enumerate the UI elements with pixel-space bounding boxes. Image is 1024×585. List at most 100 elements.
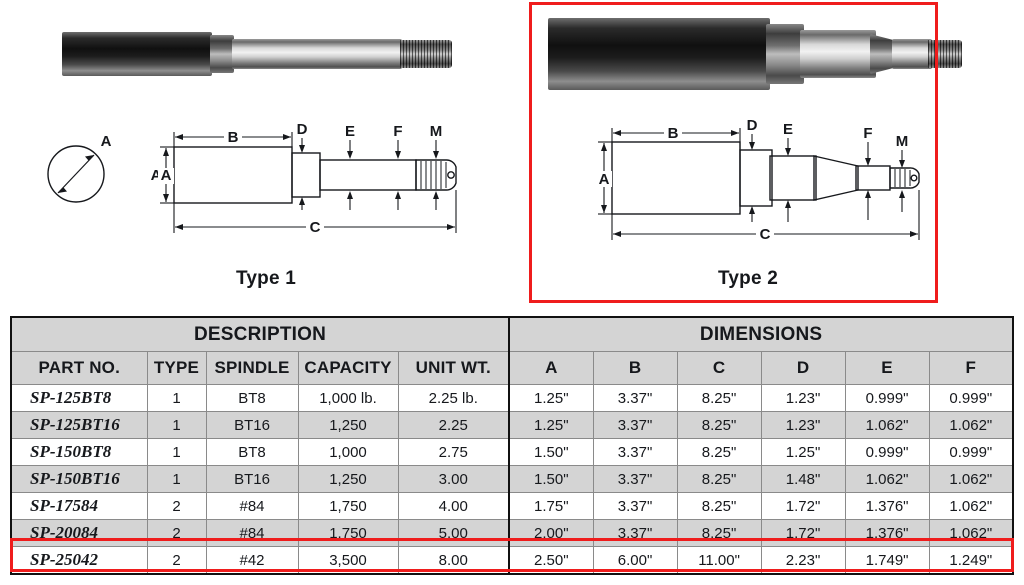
cell-capacity: 1,000 lb.	[297, 384, 399, 412]
cell-b: 3.37"	[592, 519, 678, 547]
cell-part-no: SP-17584	[10, 492, 148, 520]
table-group-header-row: DESCRIPTION DIMENSIONS	[10, 316, 1014, 352]
group-header-description: DESCRIPTION	[10, 316, 510, 352]
svg-text:M: M	[430, 123, 443, 140]
cell-c: 11.00"	[676, 546, 762, 575]
cell-a: 1.25"	[508, 384, 594, 412]
cell-type: 1	[146, 384, 207, 412]
column-header-part-no: PART NO.	[10, 351, 148, 385]
svg-text:E: E	[345, 123, 355, 140]
column-header-d: D	[760, 351, 846, 385]
cell-unit-wt: 4.00	[397, 492, 510, 520]
cell-spindle: BT16	[205, 411, 299, 439]
cell-c: 8.25"	[676, 384, 762, 412]
cell-a: 1.75"	[508, 492, 594, 520]
cell-a: 2.00"	[508, 519, 594, 547]
svg-text:B: B	[668, 125, 679, 142]
svg-text:D: D	[747, 117, 758, 134]
cell-part-no: SP-125BT8	[10, 384, 148, 412]
svg-text:A: A	[151, 167, 162, 184]
cell-e: 0.999"	[844, 384, 930, 412]
column-header-e: E	[844, 351, 930, 385]
svg-text:B: B	[228, 129, 239, 146]
cell-type: 1	[146, 438, 207, 466]
cell-part-no: SP-150BT16	[10, 465, 148, 493]
cell-b: 3.37"	[592, 438, 678, 466]
cell-a: 1.50"	[508, 438, 594, 466]
cell-type: 2	[146, 492, 207, 520]
cell-capacity: 3,500	[297, 546, 399, 575]
cell-d: 1.23"	[760, 411, 846, 439]
svg-text:C: C	[310, 219, 321, 236]
cell-a: 1.25"	[508, 411, 594, 439]
cell-unit-wt: 2.25 lb.	[397, 384, 510, 412]
cell-type: 2	[146, 519, 207, 547]
cell-c: 8.25"	[676, 465, 762, 493]
cell-b: 3.37"	[592, 492, 678, 520]
column-header-capacity: CAPACITY	[297, 351, 399, 385]
svg-text:C: C	[760, 226, 771, 243]
cell-type: 1	[146, 465, 207, 493]
cell-unit-wt: 3.00	[397, 465, 510, 493]
type-1-diagram: A B C A D E F M B C A	[28, 112, 498, 262]
cell-part-no: SP-20084	[10, 519, 148, 547]
cell-part-no: SP-125BT16	[10, 411, 148, 439]
type-2-diagram: B C A D E F M	[556, 112, 956, 262]
cell-unit-wt: 5.00	[397, 519, 510, 547]
type-1-spindle-photo	[62, 18, 452, 88]
cell-part-no: SP-25042	[10, 546, 148, 575]
column-header-f: F	[928, 351, 1014, 385]
svg-text:F: F	[863, 125, 872, 142]
svg-text:F: F	[393, 123, 402, 140]
cell-a: 2.50"	[508, 546, 594, 575]
column-header-spindle: SPINDLE	[205, 351, 299, 385]
cell-d: 1.48"	[760, 465, 846, 493]
svg-text:D: D	[297, 121, 308, 138]
cell-spindle: BT16	[205, 465, 299, 493]
cell-b: 3.37"	[592, 411, 678, 439]
svg-text:A: A	[161, 167, 172, 184]
cell-capacity: 1,750	[297, 519, 399, 547]
column-header-c: C	[676, 351, 762, 385]
cell-b: 3.37"	[592, 465, 678, 493]
svg-text:A: A	[101, 133, 112, 150]
cell-part-no: SP-150BT8	[10, 438, 148, 466]
svg-text:A: A	[599, 171, 610, 188]
cell-d: 1.72"	[760, 492, 846, 520]
column-header-a: A	[508, 351, 594, 385]
cell-d: 1.23"	[760, 384, 846, 412]
specification-table: DESCRIPTION DIMENSIONS PART NO. TYPE SPI…	[10, 316, 1015, 575]
cell-f: 0.999"	[928, 438, 1014, 466]
cell-e: 1.749"	[844, 546, 930, 575]
cell-type: 1	[146, 411, 207, 439]
cell-e: 1.376"	[844, 519, 930, 547]
cell-f: 1.062"	[928, 492, 1014, 520]
cell-b: 6.00"	[592, 546, 678, 575]
cell-spindle: #84	[205, 492, 299, 520]
cell-b: 3.37"	[592, 384, 678, 412]
cell-spindle: BT8	[205, 438, 299, 466]
cell-spindle: BT8	[205, 384, 299, 412]
type-2-highlight-box	[529, 2, 938, 303]
cell-spindle: #42	[205, 546, 299, 575]
cell-f: 1.062"	[928, 411, 1014, 439]
cell-spindle: #84	[205, 519, 299, 547]
cell-capacity: 1,250	[297, 411, 399, 439]
cell-c: 8.25"	[676, 492, 762, 520]
cell-d: 2.23"	[760, 546, 846, 575]
group-header-dimensions: DIMENSIONS	[508, 316, 1014, 352]
cell-capacity: 1,750	[297, 492, 399, 520]
cell-e: 1.062"	[844, 411, 930, 439]
type-2-spindle-photo	[548, 10, 962, 96]
cell-unit-wt: 2.75	[397, 438, 510, 466]
cell-d: 1.72"	[760, 519, 846, 547]
cell-e: 1.376"	[844, 492, 930, 520]
cell-f: 0.999"	[928, 384, 1014, 412]
